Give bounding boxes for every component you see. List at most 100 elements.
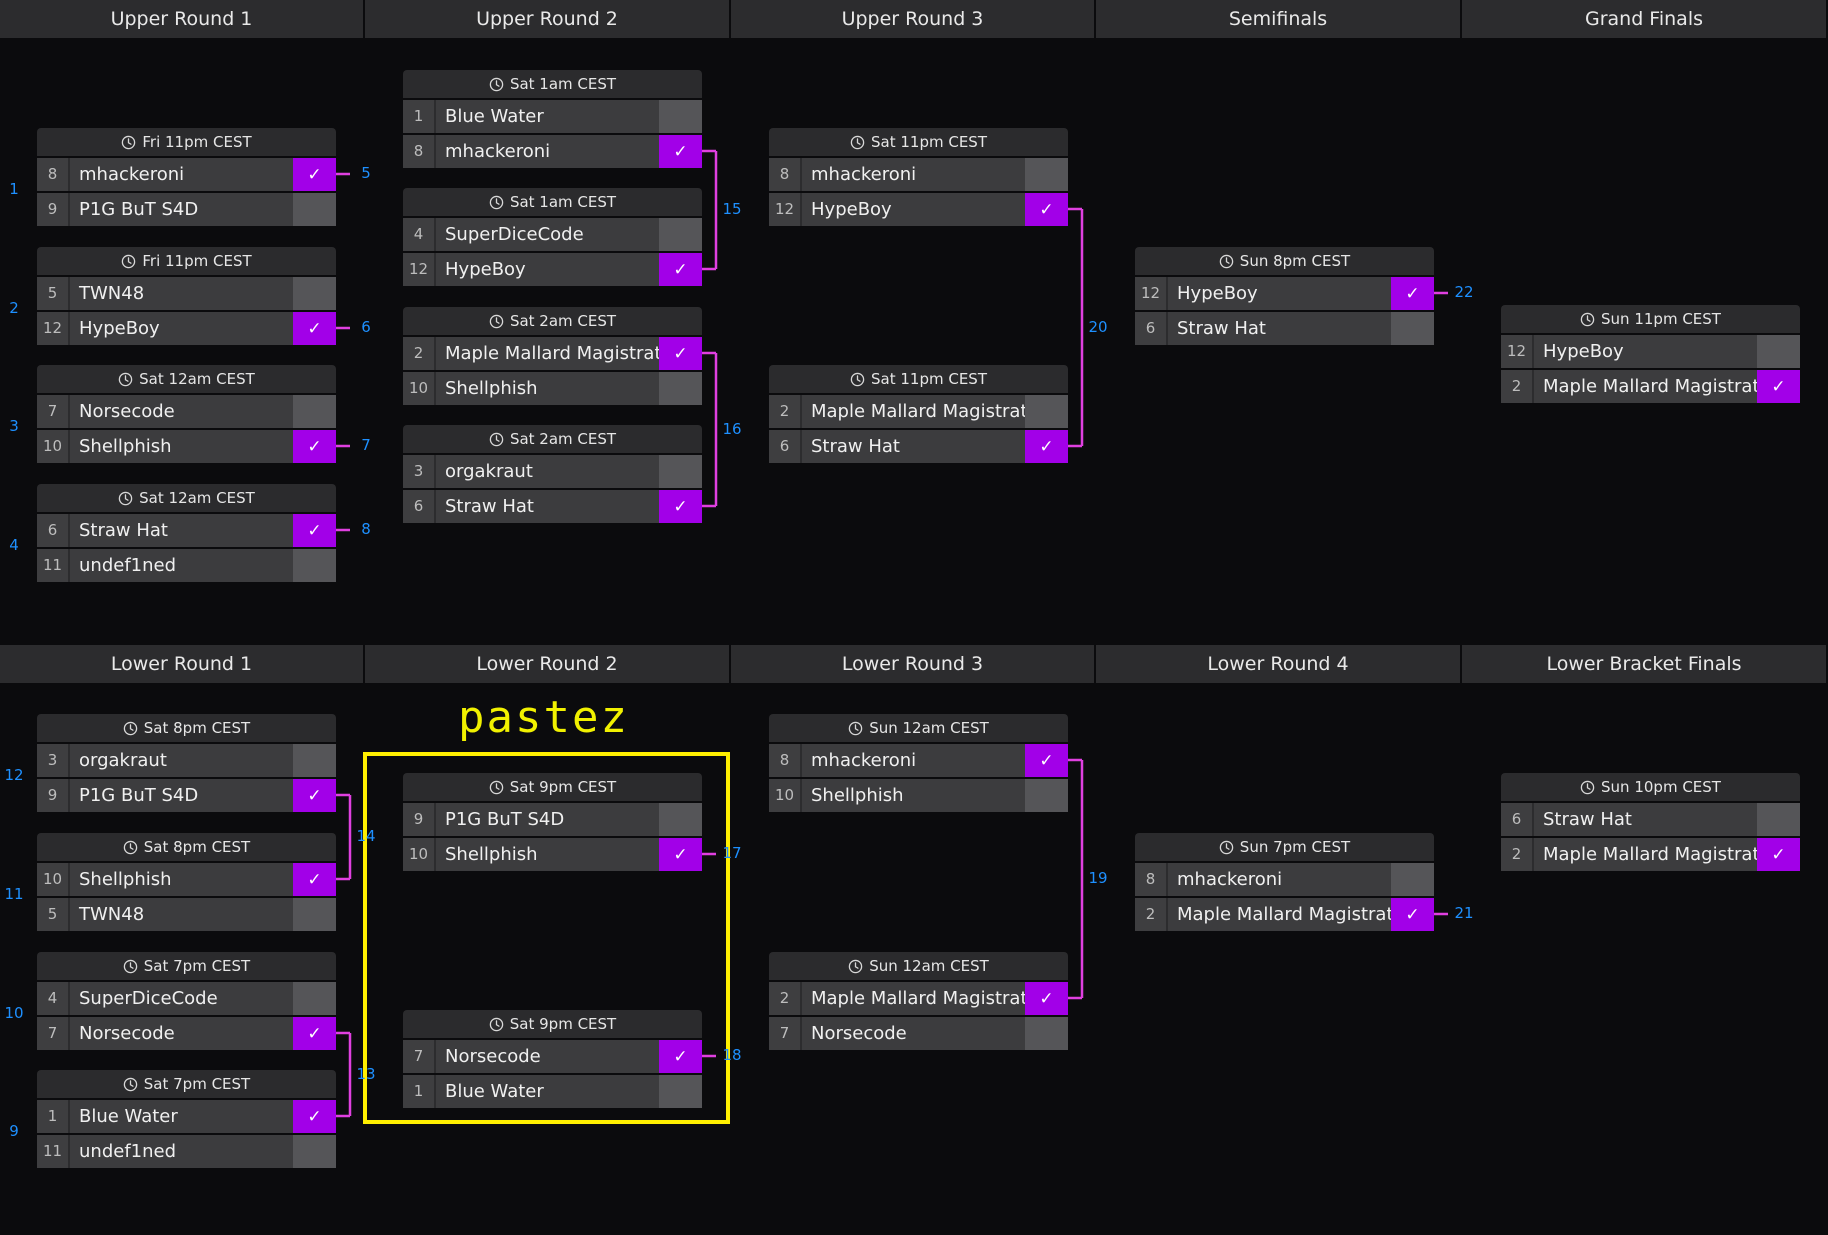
team-name[interactable]: Shellphish <box>70 863 293 896</box>
team-name[interactable]: Maple Mallard Magistrates <box>1534 838 1757 871</box>
team-name[interactable]: HypeBoy <box>436 253 659 286</box>
team-name[interactable]: Norsecode <box>70 1017 293 1050</box>
team-name[interactable]: P1G BuT S4D <box>70 193 293 226</box>
team-name[interactable]: SuperDiceCode <box>70 982 293 1015</box>
team-name[interactable]: HypeBoy <box>70 312 293 345</box>
team-name[interactable]: Shellphish <box>436 838 659 871</box>
team-name[interactable]: Shellphish <box>70 430 293 463</box>
team-name[interactable]: Straw Hat <box>70 514 293 547</box>
match-11[interactable]: Sat 8pm CEST10Shellphish5TWN48 <box>37 833 336 931</box>
team-name[interactable]: undef1ned <box>70 549 293 582</box>
team-name[interactable]: Shellphish <box>436 372 659 405</box>
match-1[interactable]: Fri 11pm CEST8mhackeroni9P1G BuT S4D <box>37 128 336 226</box>
team-name[interactable]: Straw Hat <box>1534 803 1757 836</box>
team-name[interactable]: Straw Hat <box>436 490 659 523</box>
team-name[interactable]: mhackeroni <box>70 158 293 191</box>
team-name[interactable]: undef1ned <box>70 1135 293 1168</box>
team-name[interactable]: mhackeroni <box>802 158 1025 191</box>
team-name[interactable]: TWN48 <box>70 277 293 310</box>
match-17[interactable]: Sun 12am CEST8mhackeroni10Shellphish <box>769 714 1068 812</box>
team-name[interactable]: mhackeroni <box>802 744 1025 777</box>
team-name[interactable]: mhackeroni <box>436 135 659 168</box>
team-name[interactable]: Norsecode <box>70 395 293 428</box>
team-name[interactable]: Straw Hat <box>802 430 1025 463</box>
team-name[interactable]: HypeBoy <box>802 193 1025 226</box>
team-name[interactable]: mhackeroni <box>1168 863 1391 896</box>
team-name[interactable]: orgakraut <box>70 744 293 777</box>
team-name[interactable]: Maple Mallard Magistrates <box>1168 898 1391 931</box>
match-13[interactable]: Sat 9pm CEST7Norsecode1Blue Water <box>403 1010 702 1108</box>
team-name[interactable]: Maple Mallard Magistrates <box>436 337 659 370</box>
team-name[interactable]: Maple Mallard Magistrates <box>802 395 1025 428</box>
team-name[interactable]: Straw Hat <box>1168 312 1391 345</box>
team-name[interactable]: Blue Water <box>436 1075 659 1108</box>
team-name[interactable]: Norsecode <box>802 1017 1025 1050</box>
team-name[interactable]: Blue Water <box>70 1100 293 1133</box>
team-name[interactable]: Norsecode <box>436 1040 659 1073</box>
team-name[interactable]: Maple Mallard Magistrates <box>802 982 1025 1015</box>
team-name[interactable]: P1G BuT S4D <box>70 779 293 812</box>
team-name[interactable]: SuperDiceCode <box>436 218 659 251</box>
team-name[interactable]: Blue Water <box>436 100 659 133</box>
team-name[interactable]: HypeBoy <box>1168 277 1391 310</box>
team-name[interactable]: HypeBoy <box>1534 335 1757 368</box>
team-name[interactable]: Maple Mallard Magistrates <box>1534 370 1757 403</box>
